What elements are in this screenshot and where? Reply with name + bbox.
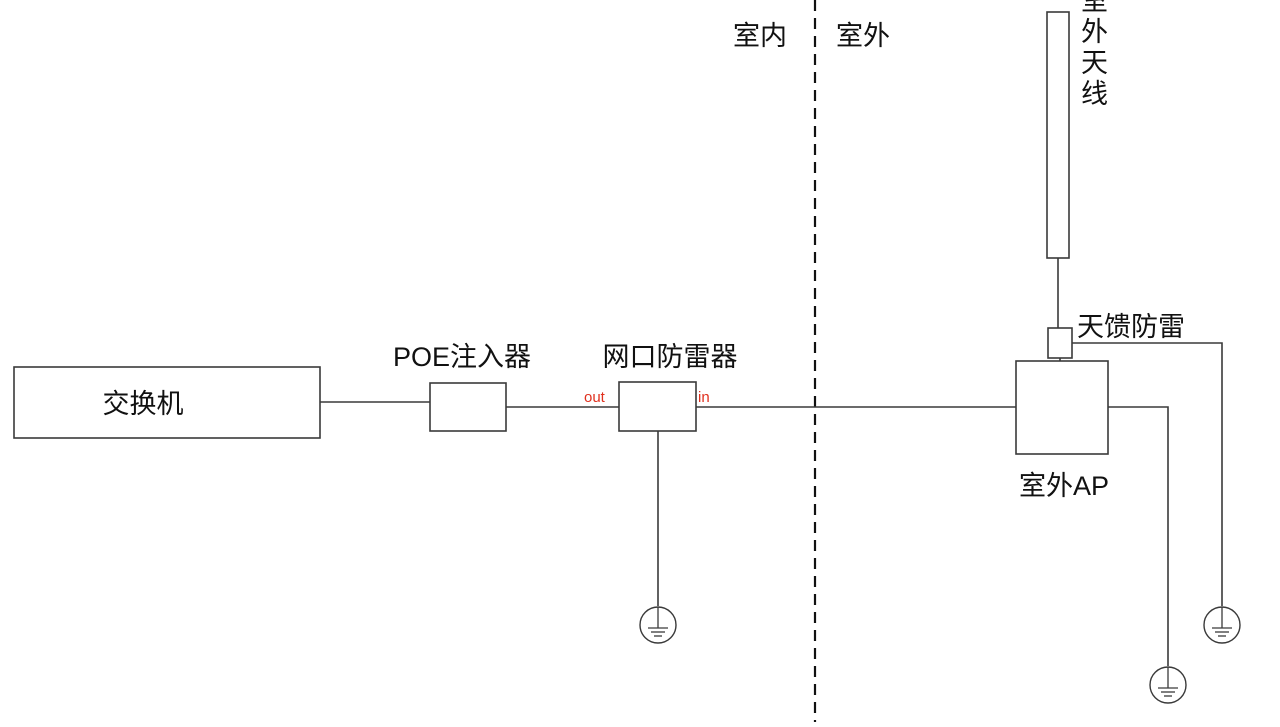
outdoor-ap-label: 室外AP [1019, 471, 1109, 501]
port-out-label: out [584, 389, 606, 406]
poe-injector-box [429, 382, 507, 432]
switch-label: 交换机 [103, 389, 184, 419]
zone-label-indoor: 室内 [733, 21, 787, 51]
outdoor-antenna-label: 室外天线 [1077, 0, 1107, 110]
ground-icon [1149, 666, 1187, 704]
feeder-protector-label: 天馈防雷 [1077, 312, 1185, 342]
feeder-ground-wire [1072, 342, 1223, 606]
port-protector-label: 网口防雷器 [603, 342, 738, 372]
port-in-label: in [698, 389, 710, 406]
zone-label-outdoor: 室外 [836, 21, 890, 51]
ground-icon [1203, 606, 1241, 644]
ground-icon [639, 606, 677, 644]
switch-box [13, 366, 321, 439]
port-protector-box [618, 381, 697, 432]
outdoor-antenna [1046, 11, 1070, 259]
outdoor-ap-box [1015, 360, 1109, 455]
feeder-protector-box [1047, 327, 1073, 359]
ap-ground-wire [1108, 406, 1169, 666]
poe-injector-label: POE注入器 [393, 342, 531, 372]
